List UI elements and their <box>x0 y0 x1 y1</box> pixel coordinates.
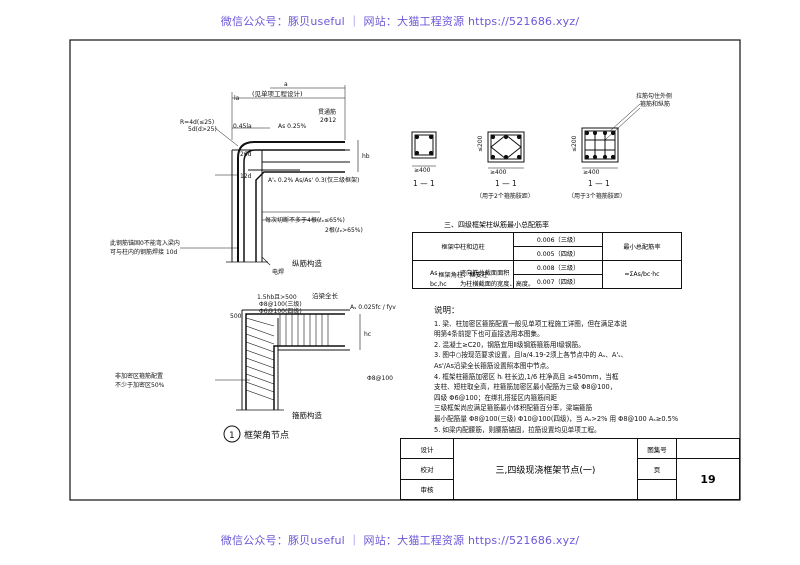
row1-v2: 0.005（四级） <box>513 246 603 261</box>
sig-design: 设计 <box>400 437 454 460</box>
note-line: 三级框架尚应满足箍筋最小体积配箍百分率，梁端箍筋 <box>434 404 593 413</box>
table-head: 最小总配筋率 <box>601 232 683 261</box>
dim-phi8-b: Φ8@100 <box>367 375 393 382</box>
dim-phi8: Φ8@100(三级) <box>259 300 302 308</box>
min-ratio-table: 框架中柱和边柱 0.006（三级） 最小总配筋率 0.005（四级） 框架角柱、… <box>411 232 683 296</box>
drawing-title: 三,四级现浇框架节点(一) <box>453 438 638 500</box>
dim-500: 500 <box>230 313 242 320</box>
page-label: 页 <box>637 458 677 480</box>
note-line: 4. 框架柱箍筋加密区 hᵢ 柱长边,1/6 柱净高且 ≥450mm，当框 <box>434 372 619 381</box>
note-line: 3. 图中○按现范要求设置，且la/4.19-2须上各节点中的 Aₛ、A'ₛ、 <box>434 351 628 360</box>
sheet-border <box>69 39 741 501</box>
bar-2phi12: 2Φ12 <box>320 117 336 124</box>
non-dense-note-2: 不少于加密区50% <box>115 381 165 389</box>
detail-title: 框架角节点 <box>244 429 289 441</box>
tie-label: 拉筋勾住外侧 <box>636 92 672 100</box>
tie-label-2: 箍筋和纵筋 <box>640 100 670 108</box>
dim-15hb: 1.5hb且>500 <box>257 294 297 301</box>
table-formula: =ΣAs/bc·hc <box>601 260 683 289</box>
section2-label: 1 — 1 <box>495 179 517 188</box>
row2-v2: 0.007（四级） <box>513 274 603 289</box>
row2-name: 框架角柱、框支柱 <box>411 260 515 289</box>
note-line: 1. 梁、柱加密区箍筋配置一般见单项工程施工详图，但在满足本说 <box>434 319 628 328</box>
section1-label: 1 — 1 <box>413 179 435 188</box>
note-line: 四级 Φ6@100；在绑扎搭接区内箍筋间距 <box>434 393 557 402</box>
sig-check: 校对 <box>400 458 454 480</box>
dim-12d: 12d <box>240 173 252 180</box>
section3-caption: （用于3个箍筋肢距） <box>568 192 626 200</box>
section2-dim: ≥400 <box>490 169 507 176</box>
longitudinal-detail <box>180 85 359 266</box>
set-number <box>676 437 740 460</box>
detail-number-circle <box>223 425 241 443</box>
row1-name: 框架中柱和边柱 <box>411 232 515 261</box>
dim-26d: 26d <box>240 151 252 158</box>
sig-review: 审核 <box>400 478 454 501</box>
note-line: 5. 如梁内配腰筋，则腰筋锚固，拉筋设置均见单项工程。 <box>434 425 601 434</box>
dim-phi6: Φ6@100(四级) <box>259 307 302 315</box>
stirrup-ratio: Aₛ 0.025fc / fyv <box>350 304 396 311</box>
section1-dim: ≥400 <box>414 167 431 174</box>
column-section-1 <box>411 131 437 167</box>
ratio-mid: A'ₛ 0.2% As/As' 0.3(仅三级框架) <box>268 176 359 184</box>
note-line: 2. 混凝土≥C20，钢筋宜用Ⅱ级钢筋箍筋用Ⅰ级钢筋。 <box>434 340 585 349</box>
section2-caption: （用于2个箍筋肢距） <box>476 192 534 200</box>
dim-hc: hc <box>364 331 371 338</box>
anchor-note: 此钢筋锚固0不能弯入梁内 <box>110 239 180 247</box>
note-line: 最小配筋量 Φ8@100(三级) Φ10@100(四级)，当 Aₛ>2% 用 Φ… <box>434 414 679 423</box>
anchor-note-2: 可与柱内的钢筋焊接 10d <box>110 248 178 256</box>
section3-label: 1 — 1 <box>588 179 610 188</box>
radius-dim-2: 5d(d>25) <box>188 126 217 133</box>
section3-side-dim: ≤200 <box>571 135 578 152</box>
note-line: 支柱、短柱取全高，柱箍筋加密区最小配筋为三级 Φ8@100， <box>434 383 617 392</box>
non-dense-note: 非加密区箍筋配置 <box>115 372 163 380</box>
row1-v1: 0.006（三级） <box>513 232 603 247</box>
stirrup-detail <box>215 309 361 411</box>
set-label: 图集号 <box>637 437 677 460</box>
note-line: As'/As沿梁全长箍筋设置照本图中节点。 <box>434 361 553 370</box>
radius-dim: R=4d(≤25) <box>180 119 214 126</box>
along-full-label: 沿梁全长 <box>312 291 339 300</box>
column-section-3 <box>581 103 641 169</box>
notes-block: 说明： 1. 梁、柱加密区箍筋配置一般见单项工程施工详图，但在满足本说 明第4条… <box>434 306 694 435</box>
stirrup-section-title: 箍筋构造 <box>292 410 322 420</box>
note-line: 明第4条前提下也可直接选用本图集。 <box>434 330 544 339</box>
min-table-title: 三、四级框架柱纵筋最小总配筋率 <box>444 221 549 229</box>
watermark-top: 微信公众号：豚贝useful ｜ 网站：大猫工程资源 https://52168… <box>220 15 580 28</box>
title-block: 设计 三,四级现浇框架节点(一) 图集号 校对 页 19 审核 <box>400 437 740 501</box>
weld-label: 电焊 <box>272 268 284 276</box>
page-number: 19 <box>676 458 740 500</box>
detail-number: 1 <box>229 431 235 441</box>
cut-note-2: 2根(ℓₑ>65%) <box>325 226 363 234</box>
dim-045la: 0.45la <box>233 123 252 130</box>
blank-cell <box>637 478 677 501</box>
dim-hb: hb <box>362 153 370 160</box>
section2-side-dim: ≤200 <box>477 135 484 152</box>
ratio-top: As 0.25% <box>278 123 306 130</box>
notes-title: 说明： <box>434 306 460 316</box>
column-section-2 <box>487 131 525 169</box>
through-bar-label: 贯通筋 <box>318 108 336 116</box>
dim-a-top: a <box>284 81 288 88</box>
design-note: (见单项工程设计) <box>252 89 303 98</box>
dim-la: la <box>234 95 240 102</box>
section3-dim: ≥400 <box>583 169 600 176</box>
section-long-title: 纵筋构造 <box>292 258 322 268</box>
cut-note: 每次切断不多于4根(ℓₑ≤65%) <box>265 216 345 224</box>
watermark-bottom: 微信公众号：豚贝useful ｜ 网站：大猫工程资源 https://52168… <box>220 534 580 547</box>
